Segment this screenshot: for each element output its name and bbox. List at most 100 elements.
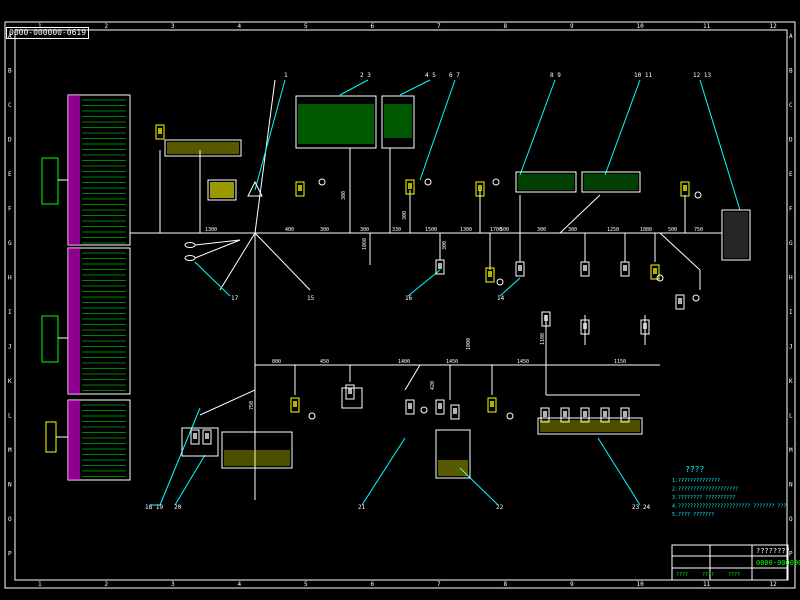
- component-pin: [490, 401, 494, 407]
- connector-block-2-3: [295, 95, 377, 149]
- row-letter-right: E: [789, 171, 793, 178]
- main-bus-dimension: 500: [668, 227, 677, 233]
- title-block-field: ????: [702, 572, 714, 578]
- column-number-bottom: 7: [437, 581, 441, 588]
- ground-terminal: [496, 278, 504, 286]
- callout-c15: 15: [307, 295, 315, 302]
- lower-bus-dimension: 1450: [446, 359, 458, 365]
- leader-2-3: [339, 79, 369, 96]
- component-pin: [158, 128, 162, 134]
- component-pin: [643, 323, 647, 329]
- lower-bus-dimension: 800: [272, 359, 281, 365]
- panel-bottom-pin-strip: [68, 400, 80, 480]
- component-connector: [680, 181, 690, 197]
- row-letter-left: O: [8, 516, 12, 523]
- main-bus-dimension: 300: [568, 227, 577, 233]
- title-block-frame: [671, 544, 789, 581]
- component-pin: [293, 401, 297, 407]
- column-number-bottom: 10: [637, 581, 645, 588]
- ground-terminal: [692, 294, 700, 302]
- plug-connector-x2: [41, 315, 59, 363]
- component-pin: [623, 265, 627, 271]
- callout-c18: 18 19: [145, 504, 163, 511]
- branch-15: [254, 232, 311, 291]
- column-number-bottom: 5: [304, 581, 308, 588]
- title-block-name: ????????: [756, 547, 790, 555]
- component-pin: [678, 298, 682, 304]
- component-pin: [438, 403, 442, 409]
- drawing-number-tag: 0000-000000-0619: [6, 27, 90, 39]
- leader-12-13: [699, 79, 741, 211]
- row-letter-left: F: [8, 206, 12, 213]
- component-connector: [475, 181, 485, 197]
- row-letter-right: F: [789, 206, 793, 213]
- row-letter-left: I: [8, 309, 12, 316]
- component-connector: [405, 399, 415, 415]
- main-bus-dimension: 300: [320, 227, 329, 233]
- bottom-connectors: [181, 387, 643, 479]
- drop-dimension: 420: [430, 381, 436, 390]
- column-number-top: 7: [437, 23, 441, 30]
- connector-block-8-9-fill: [518, 174, 574, 190]
- component-connector: [290, 397, 300, 413]
- callout-c12: 12 13: [693, 72, 711, 79]
- lamp-symbol: [184, 242, 196, 248]
- branch-lamp-a: [194, 239, 241, 246]
- main-bus-dimension: 400: [285, 227, 294, 233]
- main-bus-dimension: 1700: [490, 227, 502, 233]
- row-letter-left: E: [8, 171, 12, 178]
- drop-dimension: 300: [402, 211, 408, 220]
- connector-12-13-fill: [724, 212, 748, 258]
- component-connector: [487, 397, 497, 413]
- row-letter-left: M: [8, 447, 12, 454]
- connector-20: [221, 431, 293, 469]
- plug-connector-x1: [41, 157, 59, 205]
- branch-17: [219, 232, 256, 291]
- main-bus-dimension: 300: [360, 227, 369, 233]
- component-connector: [405, 179, 415, 195]
- row-letter-left: C: [8, 102, 12, 109]
- leader-4-5: [399, 79, 431, 96]
- main-bus-dimension: 1300: [460, 227, 472, 233]
- title-block-field: ????: [728, 572, 740, 578]
- drop-dimension: 1000: [466, 338, 472, 350]
- lower-bus-dimension: 1150: [614, 359, 626, 365]
- drop-dimension: 1100: [540, 333, 546, 345]
- component-connector: [580, 319, 590, 335]
- branch-18-19: [199, 389, 256, 416]
- panel-pin-rows: [82, 99, 126, 477]
- callout-c14: 14: [497, 295, 505, 302]
- row-letter-right: J: [789, 344, 793, 351]
- component-symbols: [155, 124, 702, 445]
- notes-title: ????: [685, 465, 704, 474]
- component-connector: [295, 181, 305, 197]
- component-connector: [580, 407, 590, 423]
- lamp-connector: [207, 179, 237, 201]
- component-pin: [488, 271, 492, 277]
- connector-18-19: [181, 427, 219, 457]
- connector-block-4-5-fill: [384, 104, 412, 138]
- column-number-top: 10: [637, 23, 645, 30]
- leader-1: [254, 79, 286, 191]
- row-letter-right: H: [789, 275, 793, 282]
- leader-22: [459, 467, 499, 506]
- callout-c17: 17: [231, 295, 239, 302]
- component-pin: [408, 403, 412, 409]
- component-pin: [563, 411, 567, 417]
- leader-20: [174, 454, 206, 506]
- outer-border: [4, 21, 796, 589]
- component-pin: [583, 411, 587, 417]
- lower-bus-dimension: 450: [320, 359, 329, 365]
- main-bus-dimension: 1300: [205, 227, 217, 233]
- column-number-bottom: 8: [504, 581, 508, 588]
- ground-terminal: [506, 412, 514, 420]
- component-pin: [298, 185, 302, 191]
- row-letter-left: P: [8, 551, 12, 558]
- callout-c8: 8 9: [550, 72, 561, 79]
- column-number-bottom: 11: [703, 581, 711, 588]
- ground-terminal: [308, 412, 316, 420]
- column-number-bottom: 4: [238, 581, 242, 588]
